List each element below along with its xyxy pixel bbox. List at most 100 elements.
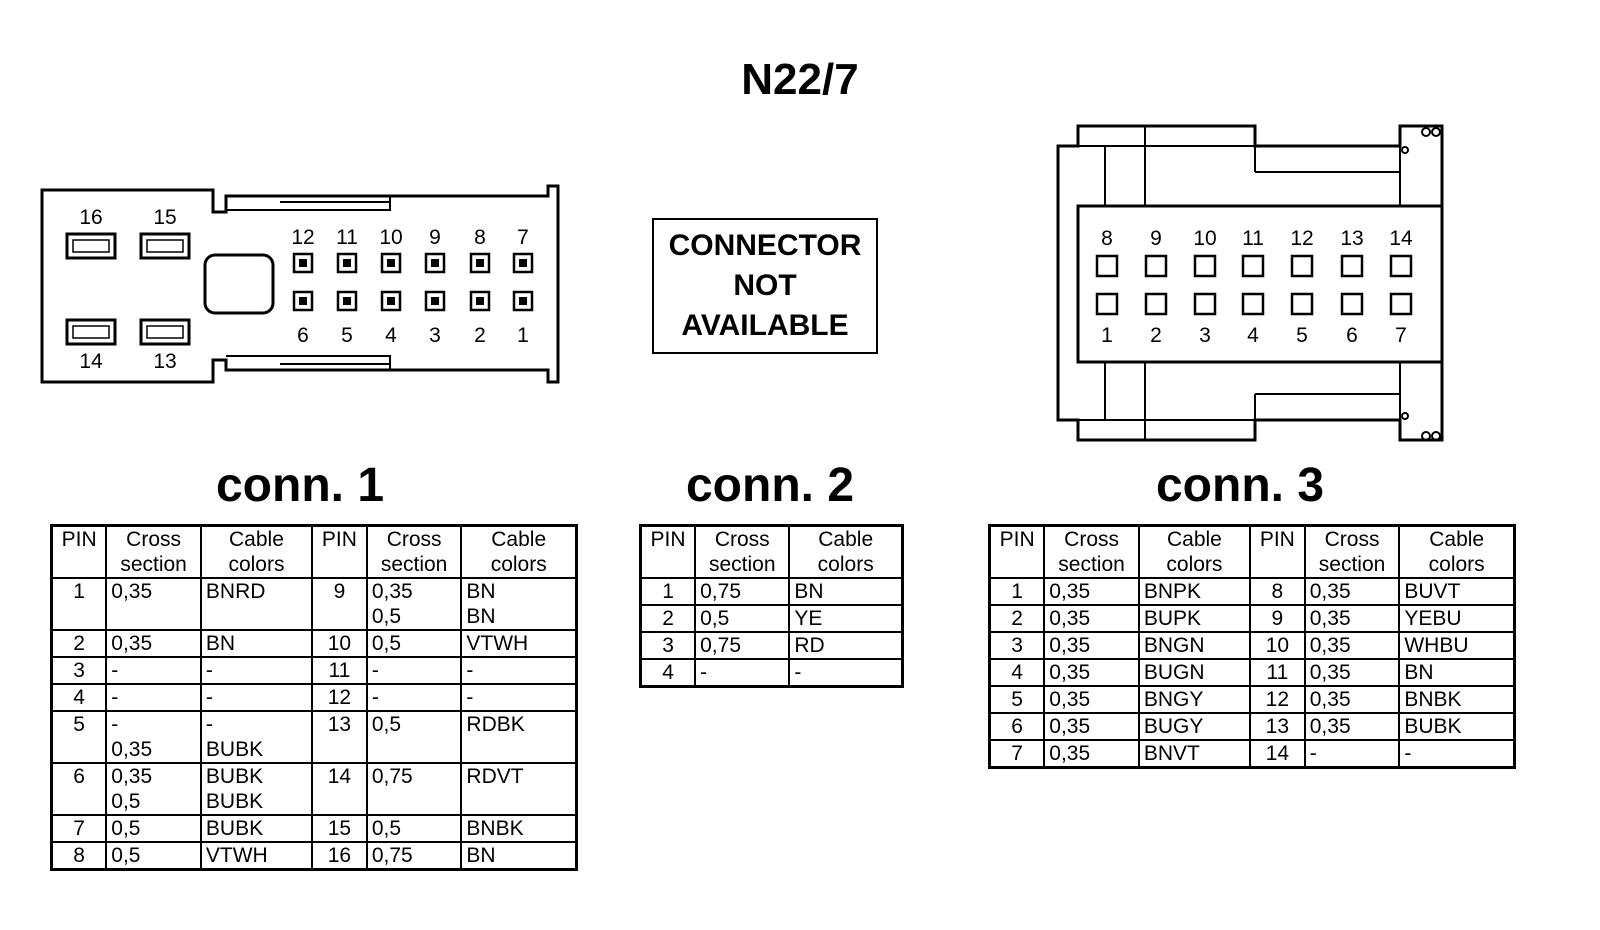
cable-color-cell: BNVT bbox=[1137, 739, 1251, 769]
header-cable-colors: Cable colors bbox=[199, 524, 314, 579]
pin-label: 8 bbox=[474, 226, 486, 249]
pin-label: 7 bbox=[517, 226, 529, 249]
header-pin: PIN bbox=[1248, 524, 1306, 579]
cross-section-cell-line: 0,5 bbox=[371, 713, 402, 736]
pin-label: 3 bbox=[1199, 324, 1211, 347]
pin-socket-core bbox=[519, 259, 527, 267]
pin-label: 7 bbox=[1395, 324, 1407, 347]
pin-cell: 2 bbox=[50, 629, 108, 658]
pin-socket-large bbox=[139, 318, 191, 346]
pin-cell: 11 bbox=[311, 656, 368, 685]
cross-section-cell-line: - bbox=[111, 713, 119, 736]
pin-label: 15 bbox=[153, 206, 176, 229]
pin-socket-small bbox=[292, 290, 314, 312]
pin-cell: 4 bbox=[988, 658, 1046, 687]
pin-socket-core bbox=[343, 259, 351, 267]
pin-cell: 9 bbox=[1248, 604, 1306, 633]
cross-section-cell: 0,35 bbox=[1303, 604, 1401, 633]
cable-color-cell-line: BN bbox=[466, 844, 496, 867]
cross-section-cell: 0,35 bbox=[105, 629, 202, 658]
cable-color-cell: BUBK bbox=[1398, 712, 1516, 741]
pin-socket-core bbox=[299, 297, 307, 305]
pin-cell: 6 bbox=[50, 762, 108, 816]
pin-cell: 14 bbox=[311, 762, 368, 816]
pin-cell: 1 bbox=[50, 577, 108, 631]
pin-cell: 11 bbox=[1248, 658, 1306, 687]
pin-socket-inner bbox=[72, 239, 110, 253]
pin-cell: 7 bbox=[50, 814, 108, 843]
cross-section-cell: 0,35 bbox=[1043, 577, 1140, 606]
pin-label: 9 bbox=[429, 226, 441, 249]
cross-section-cell-line: 0,5 bbox=[371, 605, 402, 628]
cross-section-cell-line: 0,5 bbox=[111, 817, 141, 840]
cross-section-cell-line: 0,5 bbox=[111, 790, 141, 813]
conn2-title: conn. 2 bbox=[685, 459, 855, 512]
cross-section-cell: 0,35 bbox=[1043, 739, 1140, 769]
pin-cell: 10 bbox=[311, 629, 368, 658]
conn3-outline bbox=[1056, 124, 1444, 442]
cross-section-cell-line: 0,35 bbox=[111, 765, 153, 788]
cross-section-cell: 0,75 bbox=[365, 762, 463, 816]
cross-section-cell: 0,5 bbox=[694, 604, 791, 633]
cable-color-cell: -BUBK bbox=[199, 710, 314, 764]
pin-socket-core bbox=[387, 297, 395, 305]
header-cross-section: Cross section bbox=[105, 524, 202, 579]
cable-color-cell: BNGY bbox=[1137, 685, 1251, 714]
pin-label: 4 bbox=[1247, 324, 1259, 347]
pin-label: 8 bbox=[1101, 227, 1113, 250]
header-cable-colors: Cable colors bbox=[1398, 524, 1516, 579]
cable-color-cell-line: RDVT bbox=[466, 765, 524, 788]
pin-label: 12 bbox=[1290, 227, 1313, 250]
header-cable-colors: Cable colors bbox=[1137, 524, 1251, 579]
pin-socket bbox=[1290, 254, 1314, 278]
table-row: 4--12-- bbox=[50, 683, 578, 712]
cable-color-cell-line: BN bbox=[205, 632, 236, 655]
cross-section-cell: -0,35 bbox=[105, 710, 202, 764]
pin-socket-core bbox=[299, 259, 307, 267]
cable-color-cell: YEBU bbox=[1398, 604, 1516, 633]
pin-socket-core bbox=[476, 259, 484, 267]
cable-color-cell-line: - bbox=[205, 659, 213, 682]
cross-section-cell-line: 0,35 bbox=[111, 738, 153, 761]
cable-color-cell: RD bbox=[788, 631, 904, 660]
cross-section-cell-line: 0,5 bbox=[371, 632, 402, 655]
pin-socket-small bbox=[469, 290, 491, 312]
pin-label: 11 bbox=[336, 226, 358, 249]
pin-cell: 12 bbox=[1248, 685, 1306, 714]
pin-label: 1 bbox=[1101, 324, 1113, 347]
conn1-table: PIN Cross section Cable colors PIN Cross… bbox=[50, 524, 578, 871]
pin-cell: 7 bbox=[988, 739, 1046, 769]
cable-color-cell-line: - bbox=[205, 713, 213, 736]
pin-cell: 13 bbox=[311, 710, 368, 764]
pin-cell: 8 bbox=[50, 841, 108, 871]
cable-color-cell: BN bbox=[460, 841, 578, 871]
cable-color-cell-line: BUBK bbox=[205, 738, 264, 761]
pin-socket-core bbox=[431, 297, 439, 305]
cable-color-cell: BN bbox=[788, 577, 904, 606]
pin-label: 1 bbox=[517, 324, 529, 347]
pin-socket-core bbox=[519, 297, 527, 305]
pin-label: 13 bbox=[1340, 227, 1363, 250]
pin-socket bbox=[1095, 292, 1119, 316]
cross-section-cell: - bbox=[105, 683, 202, 712]
cross-section-cell-line: - bbox=[111, 686, 119, 709]
pin-cell: 13 bbox=[1248, 712, 1306, 741]
cable-color-cell-line: BUBK bbox=[205, 790, 264, 813]
pin-cell: 9 bbox=[311, 577, 368, 631]
cross-section-cell: - bbox=[1303, 739, 1401, 769]
pin-socket bbox=[1095, 254, 1119, 278]
pin-label: 6 bbox=[1346, 324, 1358, 347]
pin-label: 10 bbox=[1193, 227, 1216, 250]
cross-section-cell-line: 0,35 bbox=[111, 632, 153, 655]
conn3-inner-body bbox=[1076, 204, 1444, 364]
cross-section-cell: 0,35 bbox=[1043, 631, 1140, 660]
header-pin: PIN bbox=[50, 524, 108, 579]
cross-section-cell: 0,75 bbox=[365, 841, 463, 871]
cable-color-cell: BUGY bbox=[1137, 712, 1251, 741]
